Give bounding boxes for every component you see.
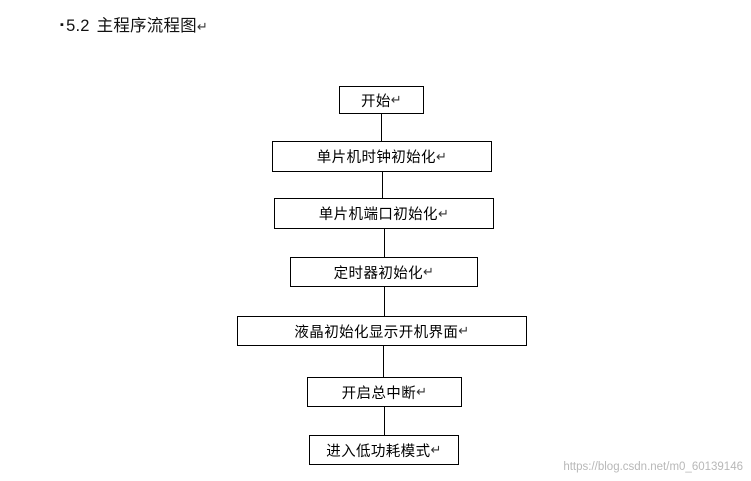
flow-node-lcd-init-splash[interactable]: 液晶初始化显示开机界面↵ <box>237 316 527 346</box>
flow-node-label: 进入低功耗模式 <box>326 443 431 460</box>
flow-node-enter-low-power-mode[interactable]: 进入低功耗模式↵ <box>309 435 459 465</box>
flow-node-label: 单片机端口初始化 <box>318 207 438 223</box>
flow-node-mcu-port-init[interactable]: 单片机端口初始化↵ <box>274 198 494 229</box>
pilcrow-mark: ↵ <box>430 442 442 457</box>
flow-node-label: 开启总中断 <box>341 385 417 402</box>
pilcrow-mark: ↵ <box>458 323 470 338</box>
flow-node-enable-global-interrupt[interactable]: 开启总中断↵ <box>307 377 462 407</box>
watermark-text: https://blog.csdn.net/m0_60139146 <box>563 461 743 473</box>
connector-n6-n7 <box>384 407 385 435</box>
connector-n3-n4 <box>384 229 385 257</box>
pilcrow-mark: ↵ <box>196 19 208 34</box>
pilcrow-mark: ↵ <box>416 384 428 399</box>
flow-node-label: 定时器初始化 <box>333 265 424 282</box>
flow-node-label: 开始 <box>360 93 391 110</box>
connector-n5-n6 <box>383 346 384 377</box>
heading-number: 5.2 <box>66 17 90 35</box>
flow-node-timer-init[interactable]: 定时器初始化↵ <box>290 257 478 287</box>
pilcrow-mark: ↵ <box>435 148 448 164</box>
flow-node-start[interactable]: 开始↵ <box>339 86 424 114</box>
connector-n1-n2 <box>381 114 382 141</box>
pilcrow-mark: ↵ <box>437 205 450 221</box>
flow-node-label: 液晶初始化显示开机界面 <box>294 324 459 341</box>
flow-node-label: 单片机时钟初始化 <box>316 150 436 166</box>
bullet-icon: ▪ <box>60 19 65 31</box>
section-heading: ▪5.2 主程序流程图↵ <box>60 12 208 36</box>
connector-n4-n5 <box>384 287 385 316</box>
pilcrow-mark: ↵ <box>390 92 403 107</box>
connector-n2-n3 <box>382 172 383 198</box>
flow-node-mcu-clock-init[interactable]: 单片机时钟初始化↵ <box>272 141 492 172</box>
heading-title: 主程序流程图 <box>96 17 197 35</box>
pilcrow-mark: ↵ <box>423 264 435 279</box>
